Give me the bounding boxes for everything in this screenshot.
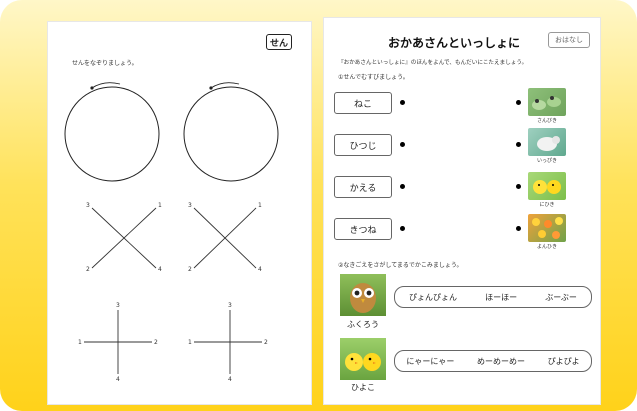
animal-name: ひよこ <box>351 383 375 392</box>
connect-dot[interactable] <box>400 226 405 231</box>
picture-label: よんひき <box>536 244 557 250</box>
connect-dot[interactable] <box>400 100 405 105</box>
arrow-right <box>210 82 240 89</box>
sound-choices: にゃーにゃー めーめーめー ぴよぴよ <box>394 350 592 372</box>
connect-dot[interactable] <box>400 142 405 147</box>
line-tracing-worksheet: せん せんをなぞりましょう。 3 1 2 4 3 1 2 4 <box>48 22 311 404</box>
circle-right <box>183 86 279 182</box>
circle-left <box>64 86 160 182</box>
plus-label: 3 <box>116 302 120 309</box>
sound-option[interactable]: ぴょんぴょん <box>409 292 458 302</box>
tracing-instruction: せんをなぞりましょう。 <box>72 60 138 67</box>
connect-dot[interactable] <box>516 184 521 189</box>
picture-label: いっぴき <box>536 158 557 164</box>
chick-picture <box>340 338 386 380</box>
sheep-picture <box>528 128 566 156</box>
tracing-figures <box>64 82 279 374</box>
plus-label: 2 <box>264 339 268 346</box>
word-box[interactable]: きつね <box>334 218 392 240</box>
plus-label: 2 <box>154 339 158 346</box>
sound-option[interactable]: ぴよぴよ <box>547 356 580 366</box>
connect-dot[interactable] <box>516 142 521 147</box>
connect-dot[interactable] <box>516 100 521 105</box>
plus-label: 1 <box>78 339 82 346</box>
plus-label: 4 <box>116 376 120 383</box>
sound-option[interactable]: ほーほー <box>485 292 518 302</box>
sen-tag: せん <box>266 34 292 50</box>
animal-name: ふくろう <box>347 320 379 329</box>
question-1: ①せんでむすびましょう。 <box>338 74 409 81</box>
plus-label: 1 <box>188 339 192 346</box>
sound-option[interactable]: ぶーぶー <box>545 292 577 302</box>
cross-label: 1 <box>158 202 162 209</box>
connect-dot[interactable] <box>400 184 405 189</box>
cross-label: 3 <box>188 202 192 209</box>
story-quiz-worksheet: おかあさんといっしょに おはなし 『おかあさんといっしょに』のほんをよんで、もん… <box>324 18 600 404</box>
cross-label: 4 <box>258 266 262 273</box>
owl-picture <box>340 274 386 316</box>
cross-label: 2 <box>188 266 192 273</box>
word-box[interactable]: ひつじ <box>334 134 392 156</box>
intro-text: 『おかあさんといっしょに』のほんをよんで、もんだいにこたえましょう。 <box>338 60 528 66</box>
word-box[interactable]: かえる <box>334 176 392 198</box>
sound-option[interactable]: にゃーにゃー <box>406 356 455 366</box>
picture-label: にひき <box>539 202 555 208</box>
worksheet-title: おかあさんといっしょに <box>387 36 520 50</box>
sound-choices: ぴょんぴょん ほーほー ぶーぶー <box>394 286 592 308</box>
flowers-picture <box>528 214 566 242</box>
connect-dot[interactable] <box>516 226 521 231</box>
cross-label: 1 <box>258 202 262 209</box>
plus-label: 4 <box>228 376 232 383</box>
cross-label: 3 <box>86 202 90 209</box>
arrow-left <box>91 82 121 89</box>
plus-label: 3 <box>228 302 232 309</box>
frogs-picture <box>528 88 566 116</box>
cross-label: 4 <box>158 266 162 273</box>
picture-label: さんびき <box>536 118 557 124</box>
chicks-picture <box>528 172 566 200</box>
sound-option[interactable]: めーめーめー <box>476 356 525 366</box>
cross-label: 2 <box>86 266 90 273</box>
word-box[interactable]: ねこ <box>334 92 392 114</box>
question-2: ②なきごえをさがしてまるでかこみましょう。 <box>338 262 463 269</box>
ohanashi-tag: おはなし <box>548 32 590 48</box>
